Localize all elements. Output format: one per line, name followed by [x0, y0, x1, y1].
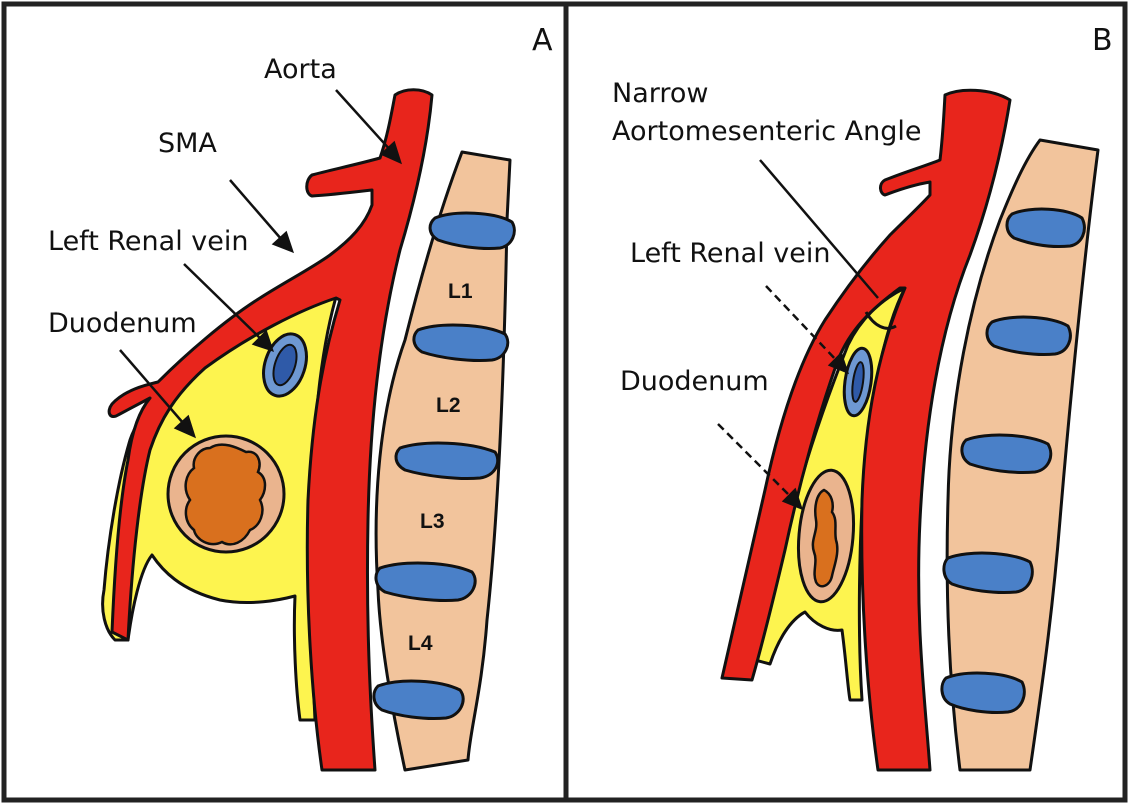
sma-label-a: SMA: [158, 128, 217, 159]
disc-b-3: [962, 435, 1051, 472]
duodenum-lumen-a: [186, 445, 265, 545]
disc-a-3: [396, 443, 498, 478]
disc-b-2: [987, 317, 1070, 354]
left-renal-vein-label-a: Left Renal vein: [48, 226, 248, 257]
vertebra-label-l3: L3: [420, 510, 445, 533]
disc-a-5: [374, 681, 463, 718]
aorta-label-a: Aorta: [264, 54, 337, 85]
angle-pointer-b: [760, 160, 878, 298]
disc-b-4: [944, 553, 1032, 592]
angle-label-line2-b: Aortomesenteric Angle: [612, 116, 922, 147]
duodenum-label-b: Duodenum: [620, 366, 769, 397]
vertebra-label-l2: L2: [436, 394, 461, 417]
panel-letter-a: A: [532, 23, 553, 58]
left-renal-vein-label-b: Left Renal vein: [630, 238, 830, 269]
disc-a-2: [414, 325, 508, 360]
vertebra-label-l1: L1: [448, 280, 473, 303]
duodenum-lumen-b: [813, 490, 837, 586]
aorta-pointer-a: [336, 90, 392, 152]
disc-b-1: [1007, 209, 1084, 246]
panel-letter-b: B: [1092, 23, 1113, 58]
disc-a-4: [376, 563, 475, 600]
duodenum-label-a: Duodenum: [48, 308, 197, 339]
panel-a: L1 L2 L3 L4 A Aorta SMA Left Renal vein: [48, 23, 553, 770]
panel-b: B Narrow Aortomesenteric Angle Left Rena…: [612, 23, 1113, 770]
angle-label-line1-b: Narrow: [612, 78, 708, 109]
disc-b-5: [942, 673, 1024, 712]
vertebra-label-l4: L4: [408, 632, 433, 655]
